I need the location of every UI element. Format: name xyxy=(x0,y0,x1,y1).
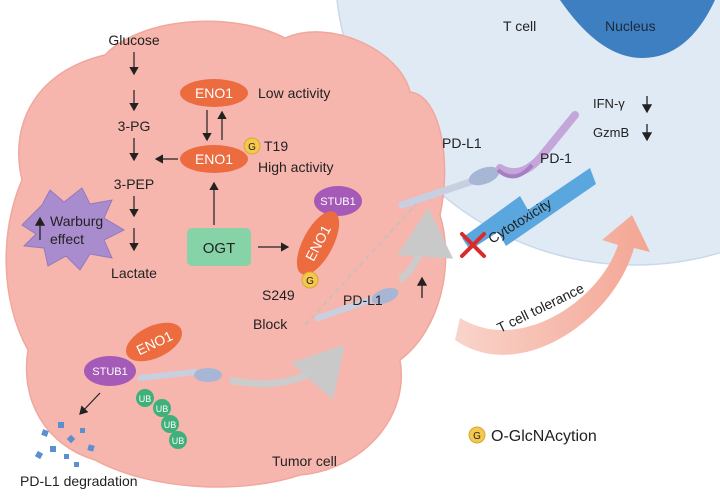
stub1-node xyxy=(314,186,362,216)
ifn-gamma-label: IFN-γ xyxy=(593,96,625,111)
ogt-node: OGT xyxy=(187,228,290,266)
legend-g: G xyxy=(473,431,481,442)
warburg-label-2: effect xyxy=(50,231,84,247)
eno1-bottom-node xyxy=(125,322,183,362)
pdl1-mid-label: PD-L1 xyxy=(343,292,383,308)
stub1-bottom-label: STUB1 xyxy=(92,366,127,378)
pdl1-pd1-binding: PD-L1 PD-1 xyxy=(398,111,579,209)
legend: G O-GlcNAcytion xyxy=(468,426,597,445)
eno1-high-label: ENO1 xyxy=(195,151,233,167)
s249-label: S249 xyxy=(262,287,295,303)
legend-label: O-GlcNAcytion xyxy=(491,428,597,445)
grey-up-arrow xyxy=(397,208,454,283)
ogt-label: OGT xyxy=(203,240,236,257)
eno1-tilted-node xyxy=(296,211,340,275)
ub-1: UB xyxy=(139,394,152,404)
pdl1-fragments xyxy=(34,422,95,467)
stub1-bottom-node xyxy=(84,356,136,386)
ub-3: UB xyxy=(164,420,177,430)
ub-chain: UB UB UB UB xyxy=(136,389,187,449)
low-activity-label: Low activity xyxy=(258,85,330,101)
high-activity-label: High activity xyxy=(258,159,333,175)
pdl1-top-label: PD-L1 xyxy=(442,135,482,151)
t-cell: T cell Nucleus IFN-γ GzmB xyxy=(336,0,720,266)
ub-2: UB xyxy=(156,404,169,414)
eno1-low-label: ENO1 xyxy=(195,85,233,101)
glyco-s249-g: G xyxy=(306,276,314,287)
eno1-stub1-complex: STUB1 ENO1 G S249 xyxy=(262,186,362,303)
eno1-high-node xyxy=(180,145,248,173)
t-cell-label: T cell xyxy=(503,18,536,34)
nucleus xyxy=(560,0,715,58)
eno1-low-node xyxy=(180,79,248,107)
warburg-label-1: Warburg xyxy=(50,213,103,229)
lactate-label: Lactate xyxy=(111,265,157,281)
block-x-icon xyxy=(460,232,486,258)
glyco-s249-icon xyxy=(301,271,319,289)
warburg-effect: Warburg effect xyxy=(21,187,126,271)
eno1-activity-switch: ENO1 Low activity ENO1 G T19 High activi… xyxy=(154,79,333,225)
block-dashed-line xyxy=(304,199,421,326)
t19-label: T19 xyxy=(264,138,288,154)
glucose-label: Glucose xyxy=(108,32,160,48)
glyco-t19-g: G xyxy=(248,142,256,153)
stub1-label: STUB1 xyxy=(320,196,355,208)
gzmb-label: GzmB xyxy=(593,125,629,140)
3pg-label: 3-PG xyxy=(118,118,151,134)
ub-4: UB xyxy=(172,436,185,446)
block-label: Block xyxy=(253,316,288,332)
pd1-label: PD-1 xyxy=(540,150,572,166)
pdl1-membrane: PD-L1 xyxy=(315,276,428,321)
degradation-complex: ENO1 STUB1 UB UB UB UB PD-L1 degrad xyxy=(20,322,345,489)
glycolysis-pathway: Glucose 3-PG 3-PEP Lactate xyxy=(108,32,160,281)
pdl1-degradation-label: PD-L1 degradation xyxy=(20,473,138,489)
3pep-label: 3-PEP xyxy=(114,176,154,192)
tumor-cell-label: Tumor cell xyxy=(272,453,337,469)
grey-right-arrow xyxy=(229,344,345,400)
legend-glyco-icon xyxy=(468,426,486,444)
glyco-t19-icon xyxy=(243,137,261,155)
nucleus-label: Nucleus xyxy=(605,18,656,34)
